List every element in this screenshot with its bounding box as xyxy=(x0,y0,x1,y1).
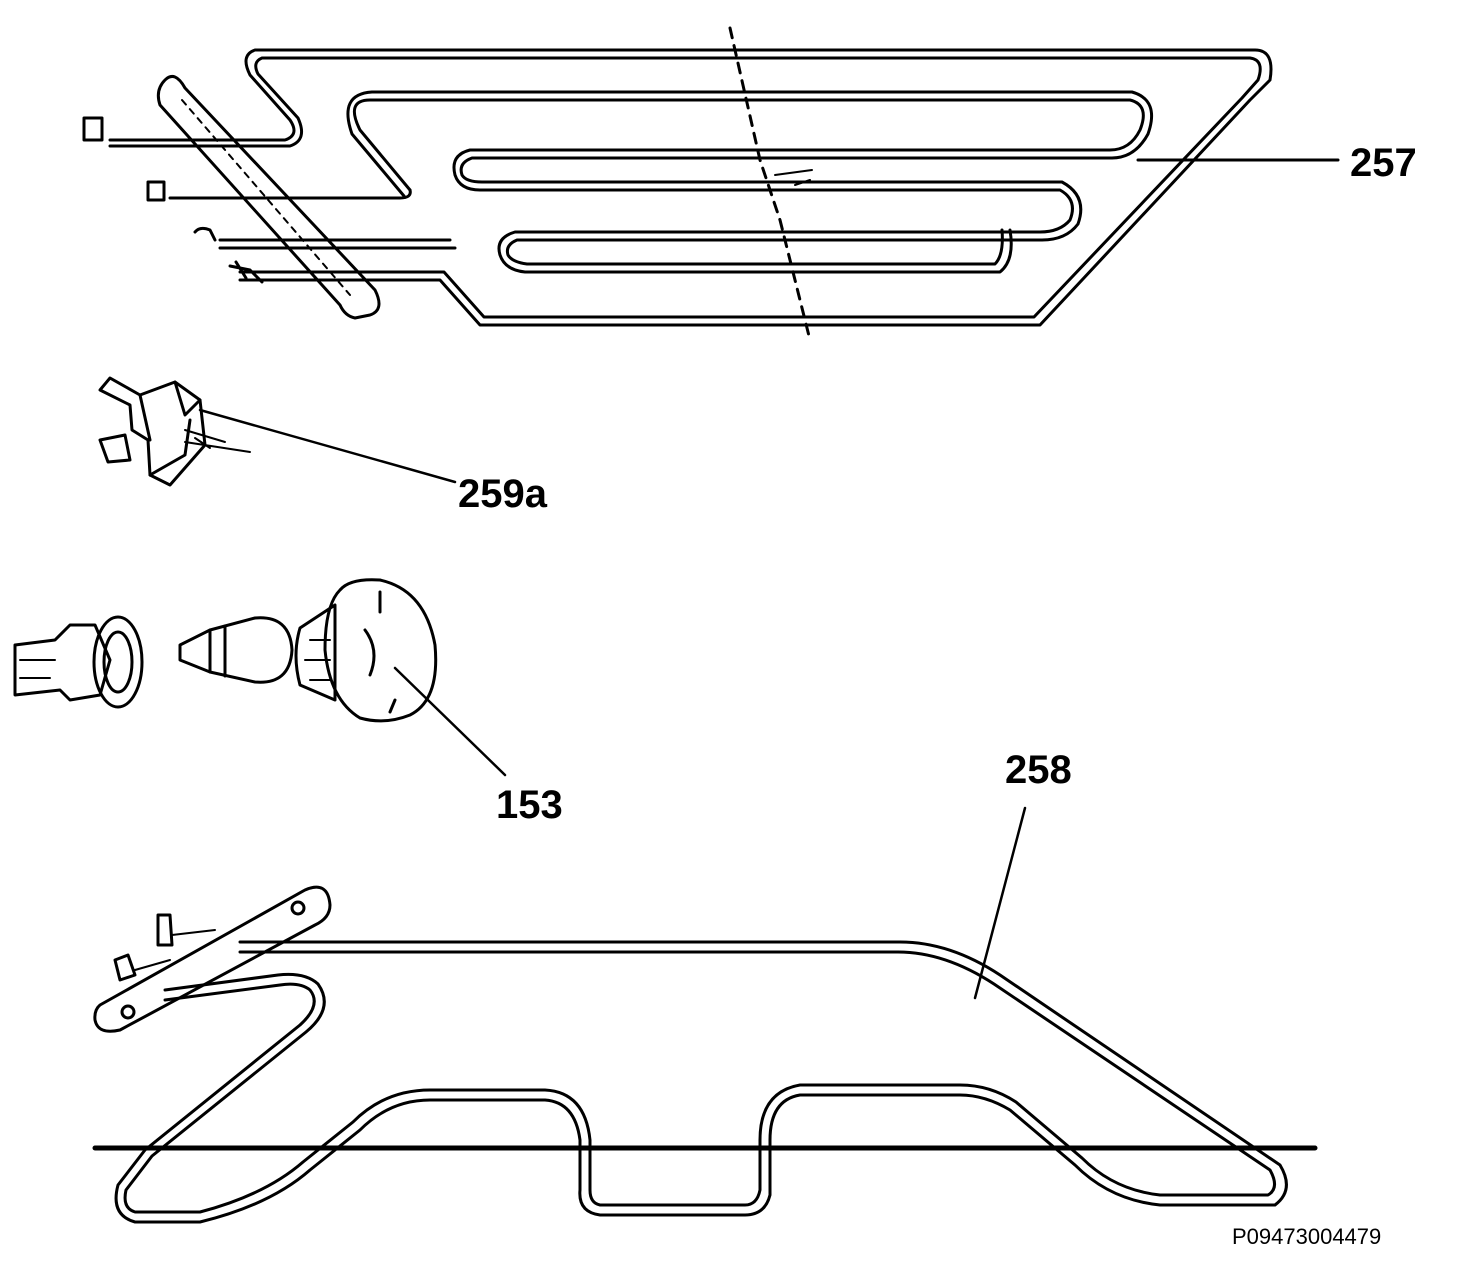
oven-lamp xyxy=(13,578,507,777)
lower-heating-element xyxy=(92,806,1318,1224)
callout-257: 257 xyxy=(1350,141,1417,185)
terminal-connector xyxy=(98,376,457,487)
callout-153: 153 xyxy=(496,783,563,827)
diagram-reference-code: P09473004479 xyxy=(1232,1224,1382,1249)
callout-259a: 259a xyxy=(458,472,547,516)
callout-258: 258 xyxy=(1005,748,1072,792)
upper-heating-element xyxy=(82,26,1340,342)
